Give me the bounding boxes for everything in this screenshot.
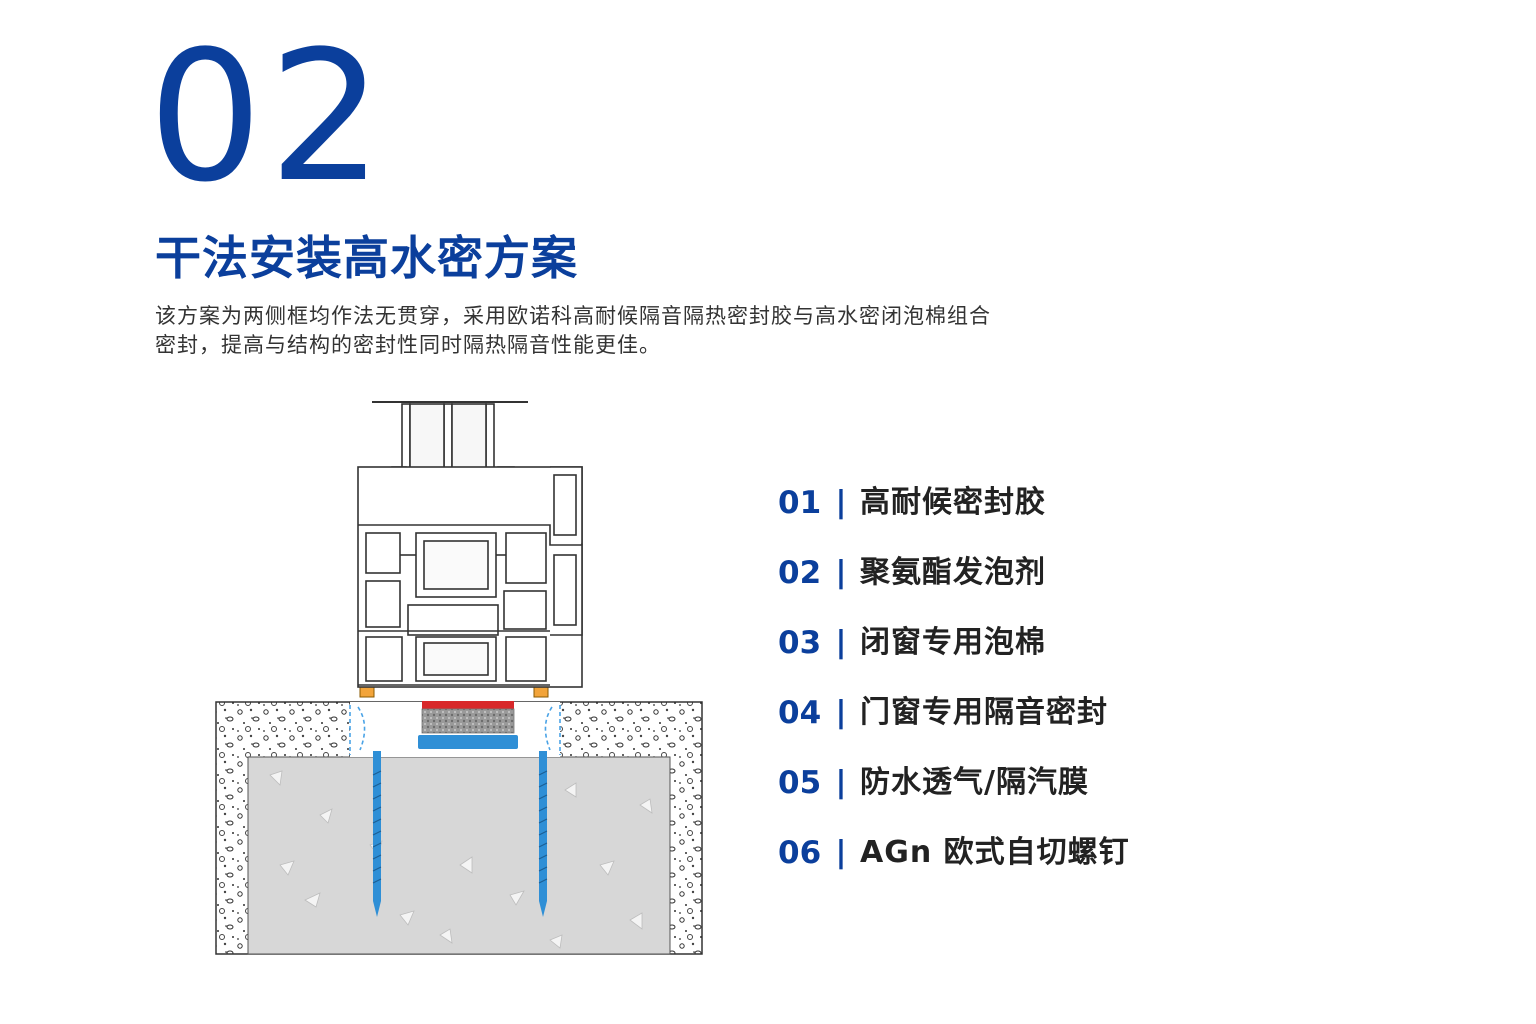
window-frame-profile-icon: [357, 401, 583, 688]
legend-item-label: 防水透气/隔汽膜: [860, 765, 1089, 800]
legend-item: 03 | 闭窗专用泡棉: [778, 608, 1130, 678]
legend-item-number: 06: [778, 835, 822, 871]
legend-item-label: 门窗专用隔音密封: [860, 695, 1108, 730]
legend-item-label: 闭窗专用泡棉: [860, 625, 1046, 660]
legend-item-label: 聚氨酯发泡剂: [860, 555, 1046, 590]
legend-separator: |: [835, 555, 847, 590]
legend-separator: |: [835, 625, 847, 660]
description-line-2: 密封，提高与结构的密封性同时隔热隔音性能更佳。: [155, 333, 661, 357]
legend-item-label: 高耐候密封胶: [860, 485, 1046, 520]
legend-separator: |: [835, 765, 847, 800]
legend-item: 02 | 聚氨酯发泡剂: [778, 538, 1130, 608]
membrane-lines: [349, 705, 561, 755]
seal-block-icon: [359, 676, 549, 749]
page-title: 干法安装高水密方案: [155, 231, 578, 285]
legend-item-number: 01: [778, 485, 822, 521]
legend-item-number: 05: [778, 765, 822, 801]
legend-item: 05 | 防水透气/隔汽膜: [778, 748, 1130, 818]
description: 该方案为两侧框均作法无贯穿，采用欧诺科高耐候隔音隔热密封胶与高水密闭泡棉组合 密…: [155, 302, 1115, 360]
legend-item: 04 | 门窗专用隔音密封: [778, 678, 1130, 748]
legend-item: 01 | 高耐候密封胶: [778, 468, 1130, 538]
legend-separator: |: [835, 485, 847, 520]
legend-item-number: 03: [778, 625, 822, 661]
legend-item-number: 04: [778, 695, 822, 731]
legend-item-label: AGn 欧式自切螺钉: [860, 835, 1130, 870]
section-number: 02: [148, 13, 390, 222]
installation-cross-section-diagram: [215, 401, 703, 955]
legend-separator: |: [835, 835, 847, 870]
legend-item: 06 | AGn 欧式自切螺钉: [778, 818, 1130, 888]
component-legend: 01 | 高耐候密封胶 02 | 聚氨酯发泡剂 03 | 闭窗专用泡棉 04 |…: [778, 468, 1130, 888]
legend-separator: |: [835, 695, 847, 730]
screw-icon: [372, 751, 548, 917]
description-line-1: 该方案为两侧框均作法无贯穿，采用欧诺科高耐候隔音隔热密封胶与高水密闭泡棉组合: [155, 304, 991, 328]
legend-item-number: 02: [778, 555, 822, 591]
